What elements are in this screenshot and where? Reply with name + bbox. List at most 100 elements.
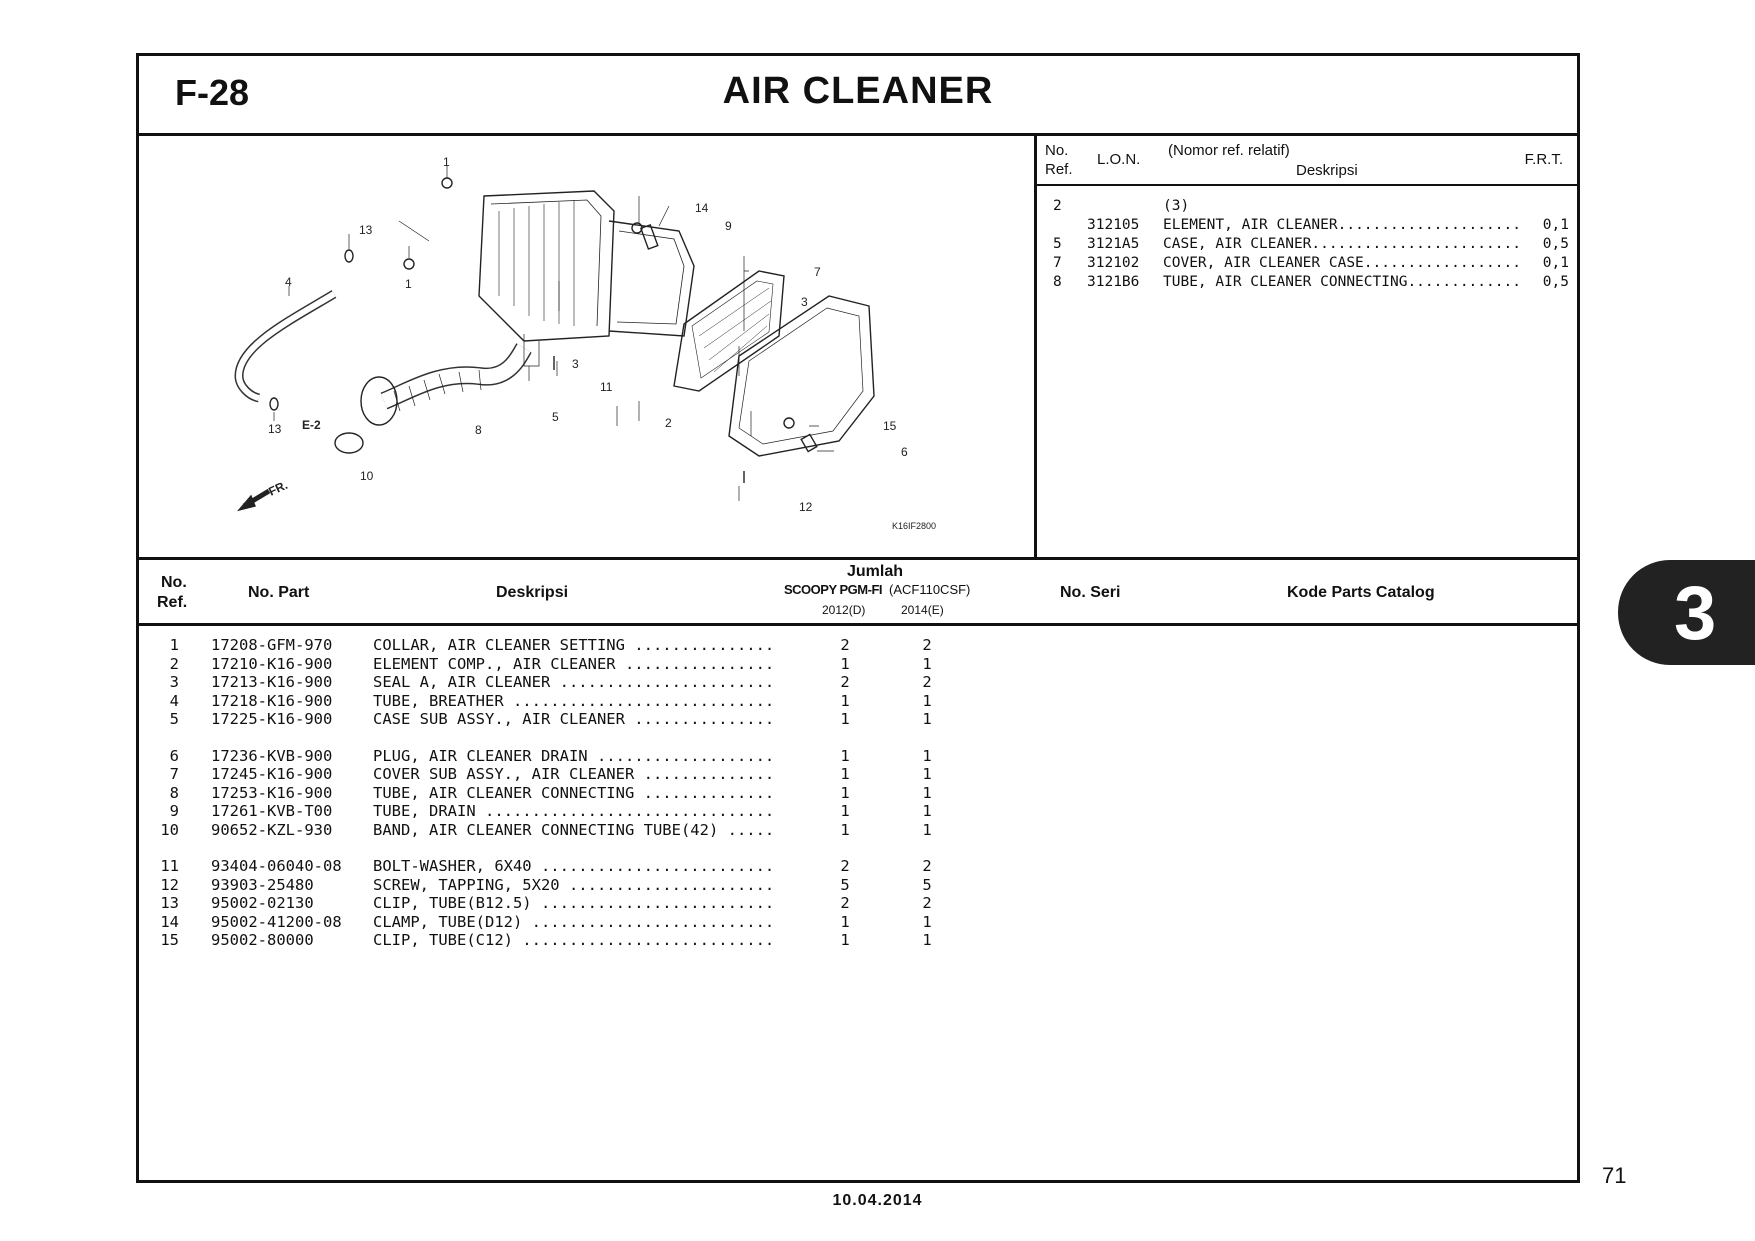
callout-1b: 1 [405, 277, 412, 291]
frt-header-lon: L.O.N. [1097, 151, 1141, 168]
parts-q1: 1 [840, 691, 850, 710]
frt-lon: 312102 [1087, 255, 1140, 271]
frt-ref: 2 [1053, 198, 1062, 214]
frt-frt: 0,1 [1542, 217, 1569, 233]
parts-q1: 1 [840, 654, 850, 673]
col-seri: No. Seri [1060, 584, 1121, 601]
callout-5: 5 [552, 410, 559, 424]
frt-desc: ELEMENT, AIR CLEANER [1163, 217, 1338, 233]
drawing-code: K16IF2800 [892, 521, 936, 531]
parts-part: 17261-KVB-T00 [211, 802, 333, 820]
parts-part: 17213-K16-900 [211, 673, 333, 691]
seal-13b [269, 397, 279, 411]
callout-11: 11 [600, 380, 613, 394]
frt-lon: 312105 [1087, 217, 1140, 233]
parts-desc: CLIP, TUBE(C12) ........................… [373, 931, 775, 949]
parts-part: 93903-25480 [211, 875, 314, 894]
parts-part: 95002-80000 [211, 931, 314, 949]
footer-date: 10.04.2014 [832, 1192, 923, 1209]
parts-q1: 1 [840, 802, 850, 820]
callout-10: 10 [360, 469, 374, 483]
col-year-2012: 2012(D) [822, 603, 866, 617]
col-jumlah: Jumlah [847, 563, 904, 580]
frt-ref: 8 [1053, 274, 1062, 290]
parts-q2: 1 [922, 746, 932, 765]
section-divider [139, 557, 1577, 560]
parts-ref: 3 [169, 673, 179, 691]
air-cleaner-drawing: 1 1 2 3 3 4 5 6 7 8 9 10 11 12 13 13 14 … [234, 155, 936, 531]
parts-ref: 13 [160, 894, 179, 912]
callout-9: 9 [725, 219, 732, 233]
parts-desc: TUBE, DRAIN ............................… [373, 802, 775, 820]
frt-row: 312105 ELEMENT, AIR CLEANER..............… [1053, 217, 1569, 236]
parts-q2: 1 [922, 931, 932, 949]
frt-frt: 0,5 [1542, 274, 1569, 290]
parts-q2: 2 [922, 673, 932, 691]
frt-ref: 7 [1053, 255, 1062, 271]
callout-3a: 3 [572, 357, 579, 371]
exploded-diagram: 1 1 2 3 3 4 5 6 7 8 9 10 11 12 13 13 14 … [139, 136, 1037, 560]
frt-desc: (3) [1163, 198, 1190, 214]
case-outline [478, 190, 615, 342]
frt-table: No. Ref. L.O.N. (Nomor ref. relatif) Des… [1037, 136, 1577, 560]
frt-table-header: No. Ref. L.O.N. (Nomor ref. relatif) Des… [1037, 136, 1577, 186]
frt-lon: 3121B6 [1087, 274, 1140, 290]
ref-label-e2: E-2 [302, 418, 321, 432]
callout-3b: 3 [801, 295, 808, 309]
frt-header-no: No. [1045, 142, 1069, 159]
callout-1a: 1 [443, 155, 450, 169]
parts-q1: 1 [840, 765, 850, 783]
parts-part: 17253-K16-900 [211, 783, 333, 802]
parts-desc: CLAMP, TUBE(D12) .......................… [373, 912, 775, 931]
parts-table-header: No. Ref. No. Part Deskripsi Jumlah SCOOP… [139, 560, 1577, 626]
page-title: AIR CLEANER [722, 70, 994, 112]
frt-frt: 0,1 [1542, 255, 1569, 271]
parts-part: 95002-41200-08 [211, 912, 342, 931]
frt-row: 7 312102 COVER, AIR CLEANER CASE..........… [1053, 255, 1569, 274]
drain-tube-9 [639, 223, 659, 250]
parts-q2: 2 [922, 857, 932, 875]
plug-6 [800, 433, 818, 453]
seal-13a [344, 249, 354, 263]
parts-q2: 1 [922, 912, 932, 931]
frt-desc: COVER, AIR CLEANER CASE [1163, 255, 1364, 271]
col-no: No. [161, 574, 187, 591]
callout-15: 15 [883, 419, 897, 433]
frt-dots: .................. [1363, 255, 1521, 271]
frt-dots: ..................... [1337, 217, 1521, 233]
callout-4: 4 [285, 275, 292, 289]
parts-row: 15 95002-80000 CLIP, TUBE(C12) ...........… [139, 931, 1577, 950]
callout-6: 6 [901, 445, 908, 459]
band-clamp [334, 432, 364, 454]
frt-ref [1053, 217, 1087, 236]
parts-desc: SCREW, TAPPING, 5X20 ...................… [373, 875, 775, 894]
parts-part: 17245-K16-900 [211, 765, 333, 783]
col-part: No. Part [248, 584, 310, 601]
frt-dots [1189, 198, 1539, 217]
parts-q1: 1 [840, 783, 850, 802]
parts-ref: 15 [160, 931, 179, 949]
frt-header-nomor: (Nomor ref. relatif) [1168, 142, 1290, 159]
parts-part: 17210-K16-900 [211, 654, 333, 673]
catalog-page-frame: F-28 AIR CLEANER [136, 53, 1580, 1183]
callout-7: 7 [814, 265, 821, 279]
parts-ref: 5 [169, 710, 179, 728]
parts-part: 17236-KVB-900 [211, 746, 333, 765]
frt-lon: 3121A5 [1087, 236, 1140, 252]
frt-row: 2 (3) [1053, 198, 1569, 217]
parts-desc: BAND, AIR CLEANER CONNECTING TUBE(42) ..… [373, 820, 775, 839]
filter-element [673, 270, 785, 392]
case-seal [608, 220, 695, 337]
callout-13a: 13 [359, 223, 373, 237]
frt-frt: 0,5 [1542, 236, 1569, 252]
parts-part: 93404-06040-08 [211, 857, 342, 875]
parts-q1: 1 [840, 746, 850, 765]
parts-q1: 1 [840, 912, 850, 931]
parts-ref: 10 [160, 820, 179, 839]
